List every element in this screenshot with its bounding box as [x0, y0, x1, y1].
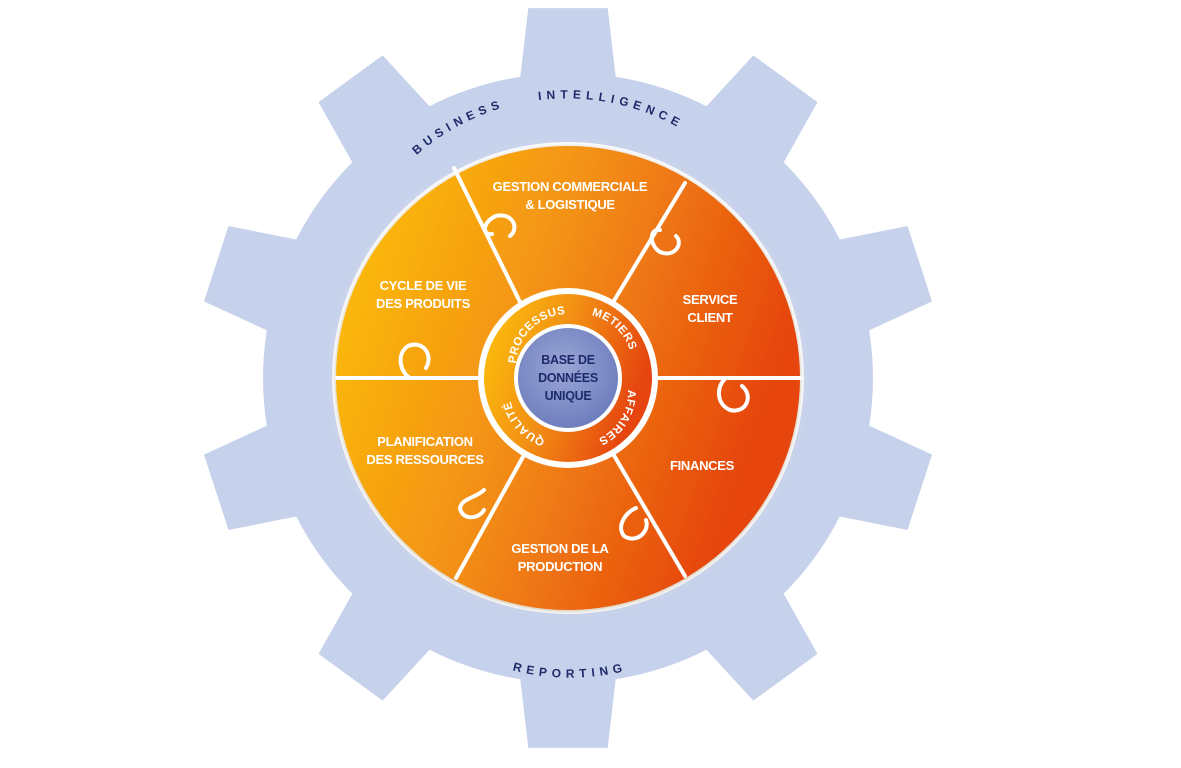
segment-label-gestion-commerciale-2: & LOGISTIQUE — [525, 197, 615, 212]
core-line-3: UNIQUE — [545, 389, 592, 403]
segment-label-finances: FINANCES — [670, 458, 735, 473]
segment-label-gestion-production-2: PRODUCTION — [518, 559, 602, 574]
segment-cycle-de-vie: CYCLE DE VIE DES PRODUITS — [376, 278, 471, 311]
segment-planification: PLANIFICATION DES RESSOURCES — [366, 434, 484, 467]
puzzle-knobs — [398, 213, 750, 541]
segment-label-service-client-2: CLIENT — [687, 310, 733, 325]
segment-label-gestion-production-1: GESTION DE LA — [511, 541, 609, 556]
segment-finances: FINANCES — [670, 458, 735, 473]
core-line-2: DONNÉES — [538, 370, 598, 385]
segment-label-gestion-commerciale-1: GESTION COMMERCIALE — [493, 179, 648, 194]
core-line-1: BASE DE — [541, 353, 594, 367]
segment-label-planification-1: PLANIFICATION — [377, 434, 473, 449]
segment-label-cycle-de-vie-1: CYCLE DE VIE — [380, 278, 467, 293]
segment-label-service-client-1: SERVICE — [683, 292, 738, 307]
segment-label-cycle-de-vie-2: DES PRODUITS — [376, 296, 471, 311]
segment-service-client: SERVICE CLIENT — [683, 292, 739, 325]
segment-gestion-commerciale: GESTION COMMERCIALE & LOGISTIQUE — [493, 179, 649, 212]
core-disc — [518, 328, 618, 428]
segment-gestion-production: GESTION DE LA PRODUCTION — [511, 541, 609, 574]
segment-label-planification-2: DES RESSOURCES — [366, 452, 484, 467]
